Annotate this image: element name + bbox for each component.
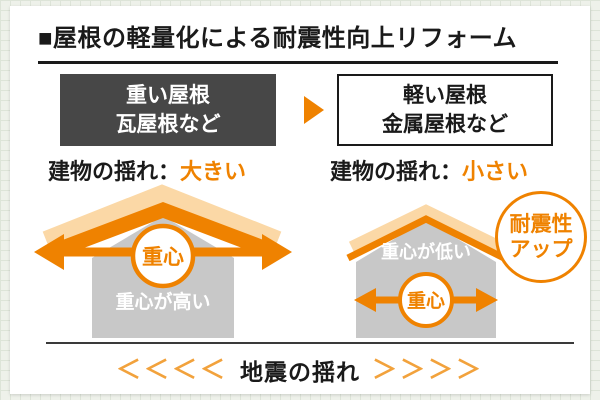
- shake-left-text: 建物の揺れ：大きい: [48, 154, 246, 186]
- page-title-text: 屋根の軽量化による耐震性向上リフォーム: [53, 25, 518, 52]
- shake-left-value: 大きい: [180, 159, 247, 184]
- right-arrow-icon: [304, 96, 324, 124]
- quake-label: 地震の揺れ: [240, 359, 360, 385]
- square-bullet-icon: ■: [38, 25, 53, 52]
- page-title: ■屋根の軽量化による耐震性向上リフォーム: [38, 18, 558, 64]
- light-roof-line1: 軽い屋根: [403, 83, 487, 107]
- ground-line: [46, 342, 574, 344]
- seismic-up-badge-line1: 耐震性: [509, 212, 573, 236]
- left-chevrons-icon: ＜＜＜＜: [115, 355, 228, 384]
- seismic-up-badge-line2: アップ: [509, 238, 573, 261]
- shake-right-text: 建物の揺れ：小さい: [330, 154, 528, 186]
- quake-row: ＜＜＜＜ 地震の揺れ ＞＞＞＞: [20, 350, 580, 390]
- heavy-roof-line2: 瓦屋根など: [115, 113, 221, 136]
- heavy-roof-line1: 重い屋根: [126, 83, 210, 107]
- shake-right-label: 建物の揺れ：: [330, 159, 463, 184]
- shake-right-value: 小さい: [462, 159, 529, 184]
- content-card: ■屋根の軽量化による耐震性向上リフォーム 重い屋根 瓦屋根など 軽い屋根 金属屋…: [10, 6, 590, 394]
- heavy-roof-header: 重い屋根 瓦屋根など: [60, 74, 276, 146]
- shake-left-label: 建物の揺れ：: [48, 159, 181, 184]
- seismic-up-badge: 耐震性 アップ: [495, 191, 587, 283]
- light-roof-line2: 金属屋根など: [382, 113, 508, 136]
- right-chevrons-icon: ＞＞＞＞: [372, 355, 485, 384]
- light-roof-header: 軽い屋根 金属屋根など: [337, 74, 553, 146]
